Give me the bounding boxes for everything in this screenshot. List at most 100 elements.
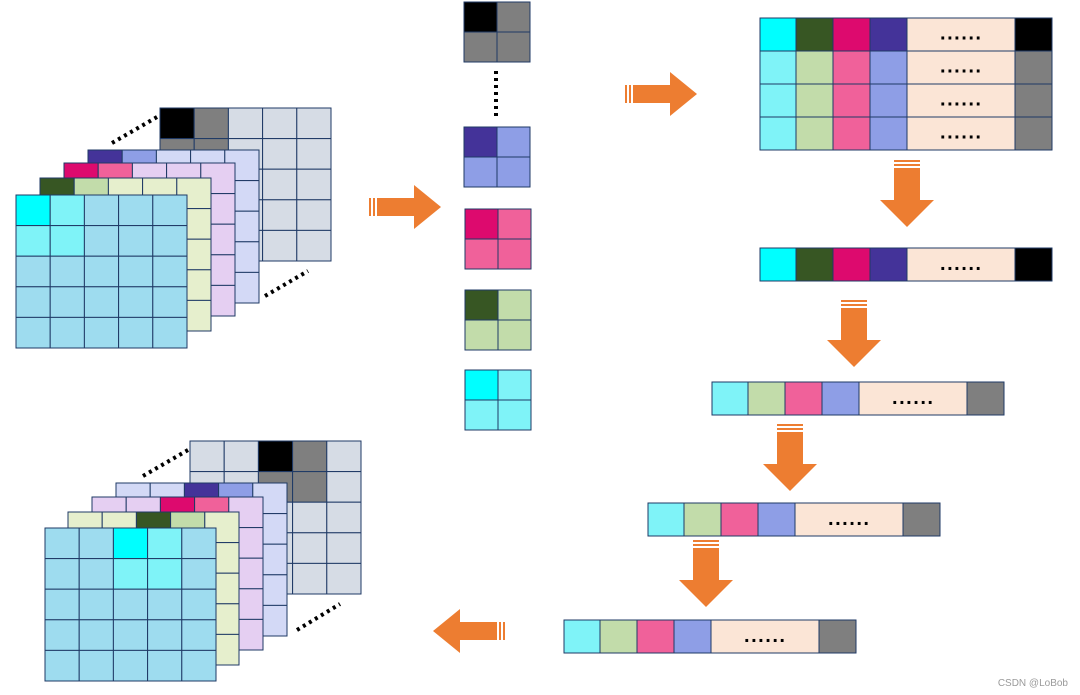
grid-cell	[181, 649, 217, 682]
patch-cell	[497, 399, 532, 431]
matrix-row-3: ......	[759, 83, 1053, 118]
vector-cell	[647, 502, 685, 537]
grid-cell	[78, 619, 114, 651]
grid-cell	[262, 229, 298, 262]
vector-cell	[869, 50, 908, 85]
vector-cell	[832, 83, 871, 118]
grid-cell	[49, 225, 85, 257]
grid-cell	[78, 558, 114, 590]
vector-ellipsis: ......	[892, 389, 934, 408]
grid-cell	[292, 440, 328, 473]
vector-cell	[869, 17, 908, 52]
grid-cell	[296, 138, 332, 170]
arrow-down-icon	[827, 300, 881, 367]
vector-ellipsis: ......	[744, 627, 786, 646]
feature-map-layer-5	[15, 194, 188, 349]
patch-green	[464, 289, 532, 351]
arrow-right-icon	[625, 72, 697, 116]
vector-cell	[759, 83, 797, 118]
matrix-row-4: ......	[759, 116, 1053, 151]
grid-cell	[181, 619, 217, 651]
patch-matrix: ........................	[759, 17, 1053, 151]
grid-cell	[83, 286, 120, 318]
grid-cell	[112, 588, 149, 621]
grid-cell	[112, 527, 149, 560]
grid-cell	[118, 316, 154, 349]
vector-cell	[818, 619, 857, 654]
patch-cell	[464, 289, 499, 321]
grid-cell	[227, 107, 264, 140]
grid-cell	[147, 527, 183, 560]
grid-cell	[49, 255, 85, 288]
arrow-down-icon	[763, 424, 817, 491]
grid-cell	[44, 527, 80, 560]
patch-cell	[464, 369, 499, 401]
grid-cell	[112, 649, 149, 682]
grid-cell	[292, 501, 328, 534]
grid-cell	[326, 501, 362, 534]
vector-cell	[821, 381, 860, 416]
patch-cell	[463, 126, 498, 158]
patch-pink	[464, 208, 532, 270]
grid-cell	[152, 194, 188, 227]
matrix-row-1: ......	[759, 17, 1053, 52]
watermark: CSDN @LoBob	[997, 678, 1068, 689]
vector-cell	[747, 381, 786, 416]
grid-cell	[49, 194, 85, 227]
grid-cell	[112, 619, 149, 651]
vector-cell-ellipsis	[710, 619, 820, 654]
patch-cell	[496, 1, 531, 33]
grid-cell	[15, 286, 51, 318]
vector-cell	[1014, 50, 1053, 85]
grid-cell	[262, 168, 298, 201]
grid-cell	[181, 588, 217, 621]
vector-cell	[757, 502, 796, 537]
vector-cell	[1014, 83, 1053, 118]
vector-cell	[869, 116, 908, 151]
grid-cell	[292, 471, 328, 503]
grid-cell	[152, 225, 188, 257]
vector-step-1: ......	[711, 381, 1005, 416]
grid-cell	[15, 255, 51, 288]
stack-depth-dots	[141, 448, 190, 478]
vector-cell	[902, 502, 941, 537]
grid-cell	[292, 532, 328, 564]
matrix-row-2: ......	[759, 50, 1053, 85]
grid-cell	[292, 562, 328, 595]
vector-cell	[832, 116, 871, 151]
grid-cell	[15, 316, 51, 349]
patch-purple	[463, 126, 531, 188]
grid-cell	[147, 558, 183, 590]
grid-cell	[326, 440, 362, 473]
vector-cell	[599, 619, 638, 654]
grid-cell	[296, 229, 332, 262]
vector-cell	[563, 619, 601, 654]
vector-cell	[1014, 247, 1053, 282]
patch-cell	[496, 31, 531, 63]
grid-cell	[78, 527, 114, 560]
grid-cell	[118, 225, 154, 257]
arrow-left-icon	[433, 609, 505, 653]
vector-step-3: ......	[563, 619, 857, 654]
grid-cell	[262, 138, 298, 170]
patch-cell	[464, 238, 499, 270]
grid-cell	[296, 107, 332, 140]
vector-ellipsis: ......	[940, 58, 982, 77]
vector-cell	[795, 50, 834, 85]
grid-cell	[15, 194, 51, 227]
grid-cell	[44, 619, 80, 651]
grid-cell	[112, 558, 149, 590]
vector-cell	[832, 17, 871, 52]
vector-cell	[759, 50, 797, 85]
grid-cell	[326, 532, 362, 564]
grid-cell	[83, 316, 120, 349]
grid-cell	[147, 619, 183, 651]
grid-cell	[296, 199, 332, 231]
grid-cell	[83, 194, 120, 227]
grid-cell	[326, 562, 362, 595]
grid-cell	[147, 649, 183, 682]
vector-cell-ellipsis	[858, 381, 968, 416]
arrow-down-icon	[880, 160, 934, 227]
vector-cell-ellipsis	[906, 116, 1016, 151]
